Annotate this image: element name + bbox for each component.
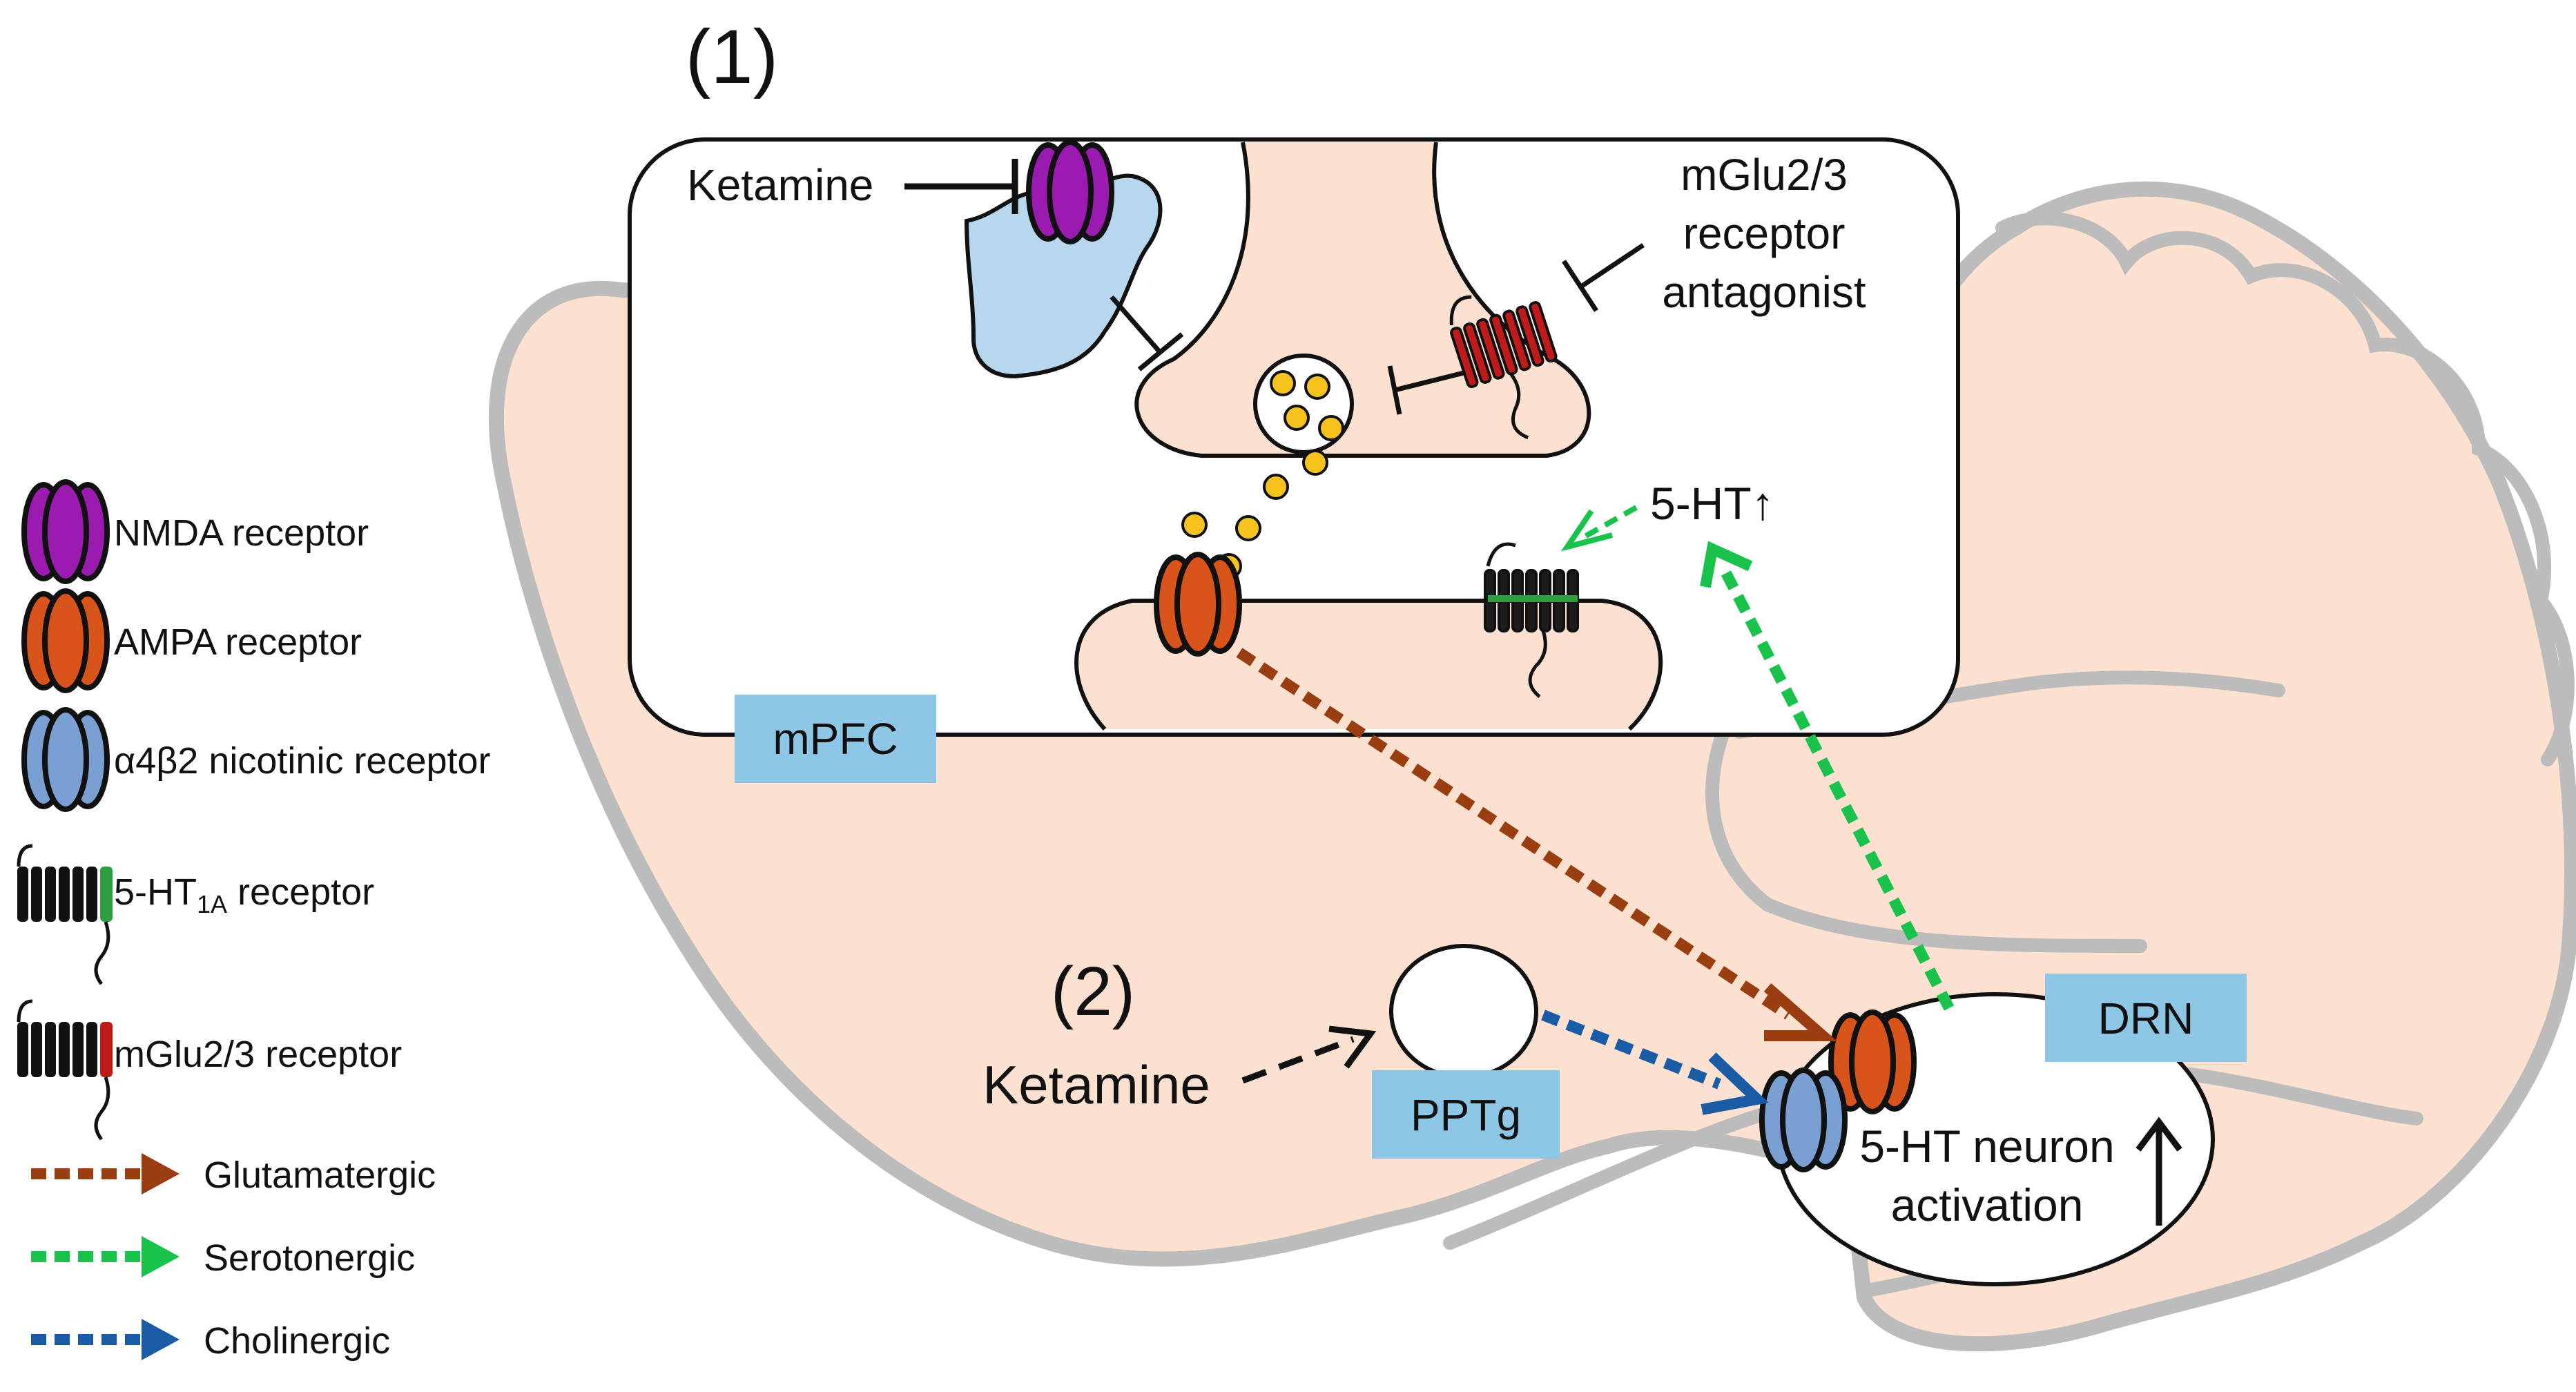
legend-mglu-label: mGlu2/3 receptor (114, 1034, 402, 1075)
antagonist-label-line1: mGlu2/3 (1681, 150, 1848, 200)
pptg-nucleus (1389, 944, 1538, 1079)
cholinergic-projection (1541, 1009, 1721, 1090)
neuron-activation-line1: 5-HT neuron (1859, 1121, 2114, 1172)
nicotinic-receptor-drn (1762, 1070, 1845, 1170)
antagonist-label-line2: receptor (1683, 209, 1846, 258)
glutamatergic-projection (1236, 648, 1792, 1020)
astrocyte-inhibition-line (1110, 295, 1162, 354)
drn-label: DRN (2098, 994, 2194, 1043)
mpfc-region-box (735, 695, 936, 783)
panel-label-2: (2) (1051, 953, 1135, 1030)
drn-region-box (2045, 974, 2247, 1062)
ketamine-to-pptg-arrow (1241, 1036, 1355, 1084)
ampa-receptor-synapse (1156, 554, 1239, 654)
mglu-inhibition-line (1394, 370, 1464, 393)
serotonin-increase-label: 5-HT↑ (1650, 478, 1774, 529)
antagonist-inhibition-line (1580, 243, 1645, 289)
legend-ampa-label: AMPA receptor (114, 621, 362, 663)
legend-nmda-icon (24, 482, 107, 581)
antagonist-label-line3: antagonist (1662, 267, 1866, 317)
mpfc-label: mPFC (773, 714, 898, 764)
serotonin-local-arrow (1580, 505, 1638, 541)
legend-nmda-label: NMDA receptor (114, 512, 369, 554)
pptg-label: PPTg (1411, 1090, 1521, 1140)
legend-serotonergic-label: Serotonergic (204, 1237, 415, 1279)
ketamine-label-pathway: Ketamine (982, 1054, 1210, 1115)
legend-mglu-icon (17, 1001, 113, 1139)
legend-cholinergic-label: Cholinergic (204, 1320, 390, 1362)
panel-label-1: (1) (686, 14, 778, 99)
legend-nicotinic-label: α4β2 nicotinic receptor (114, 740, 491, 782)
nmda-receptor-synapse (1029, 142, 1112, 242)
legend-ampa-icon (24, 591, 107, 690)
serotonergic-projection (1721, 570, 1955, 1011)
legend-ht1a-label: 5-HT1A receptor (114, 871, 374, 918)
ketamine-label-synapse: Ketamine (687, 160, 873, 210)
legend-nicotinic-icon (24, 710, 107, 809)
legend-ht1a-icon (17, 846, 113, 984)
legend: NMDA receptor AMPA receptor α4β2 nicotin… (17, 482, 491, 1362)
legend-glutamatergic-label: Glutamatergic (204, 1154, 436, 1196)
neuron-activation-line2: activation (1891, 1179, 2084, 1230)
pptg-region-box (1372, 1070, 1560, 1159)
